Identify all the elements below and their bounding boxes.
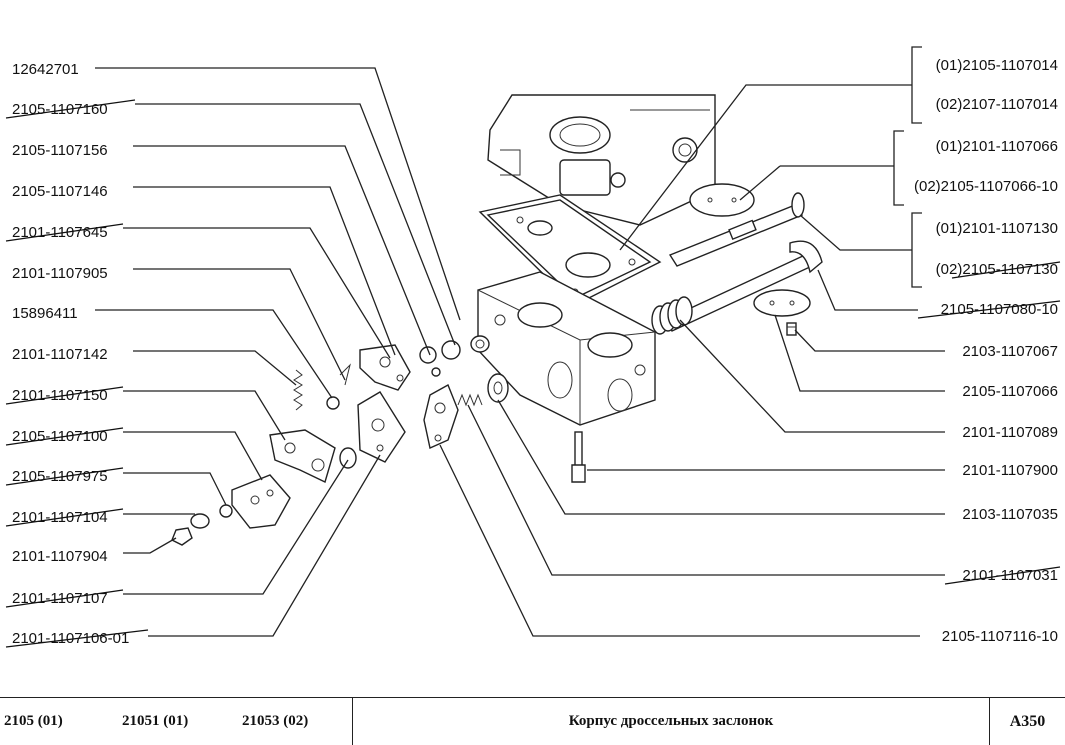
washers-nuts-drawing — [171, 504, 233, 546]
leader-lines — [95, 67, 945, 637]
nut-15896411-drawing — [326, 396, 340, 410]
part-label: 2101-1107905 — [12, 265, 108, 282]
gasket-drawing — [478, 194, 662, 306]
right-part-labels: (01)2105-1107014 (02)2107-1107014 (01)21… — [914, 57, 1058, 645]
part-label: (02)2105-1107130 — [936, 261, 1058, 278]
lever-2101-1107106-drawing — [357, 391, 406, 463]
model-code: 21053 (02) — [242, 713, 309, 729]
left-strike-marks — [5, 99, 149, 648]
title-block: 2105 (01) 21051 (01) 21053 (02) Корпус д… — [0, 697, 1065, 745]
lever-2105-1107146-drawing — [359, 344, 411, 391]
part-label: 2105-1107146 — [12, 183, 108, 200]
throttle-discs-drawing — [689, 183, 811, 317]
part-label: (01)2101-1107130 — [936, 220, 1058, 237]
part-label: 2105-1107156 — [12, 142, 108, 159]
part-label: 2101-1107904 — [12, 548, 108, 565]
model-code: 21051 (01) — [122, 713, 189, 729]
lever-2105-1107116-drawing — [423, 384, 459, 449]
spring-2101-1107142-drawing — [293, 369, 303, 411]
throttle-shafts-drawing — [663, 192, 823, 332]
lever-2101-1107150-drawing — [269, 429, 357, 483]
screw-2101-1107900-drawing — [571, 431, 586, 483]
left-part-labels: 12642701 2105-1107160 2105-1107156 2105-… — [12, 61, 129, 647]
part-label: 2103-1107035 — [962, 506, 1058, 523]
part-label: (02)2107-1107014 — [936, 96, 1058, 113]
page-code: A350 — [1009, 712, 1046, 730]
bushing-drawing — [470, 335, 509, 403]
assembly-title: Корпус дроссельных заслонок — [353, 698, 990, 745]
part-label: 2103-1107067 — [962, 343, 1058, 360]
right-strike-marks — [917, 261, 1061, 585]
part-label: (02)2105-1107066-10 — [914, 178, 1058, 195]
part-label: (01)2101-1107066 — [936, 138, 1058, 155]
part-label: 2105-1107116-10 — [942, 628, 1058, 645]
part-label: 12642701 — [12, 61, 79, 78]
part-label: 15896411 — [12, 305, 78, 322]
spring-2101-1107089-drawing — [651, 296, 693, 335]
parts-diagram: 12642701 2105-1107160 2105-1107156 2105-… — [5, 46, 1061, 648]
screw-small-drawing — [786, 322, 797, 336]
model-list: 2105 (01) 21051 (01) 21053 (02) — [0, 698, 353, 745]
part-label: 2105-1107066 — [962, 383, 1058, 400]
bracket-2105-1107975-drawing — [231, 474, 291, 529]
part-label: 2101-1107142 — [12, 346, 108, 363]
part-label: 2101-1107089 — [962, 424, 1058, 441]
part-label: (01)2105-1107014 — [936, 57, 1058, 74]
model-code: 2105 (01) — [4, 713, 63, 729]
carburetor-cover-drawing — [487, 94, 716, 226]
parts-top-small-drawing — [339, 340, 461, 386]
spring-2103-1107035-drawing — [457, 393, 483, 407]
throttle-body-drawing — [477, 271, 656, 426]
part-label: 2101-1107900 — [962, 462, 1058, 479]
